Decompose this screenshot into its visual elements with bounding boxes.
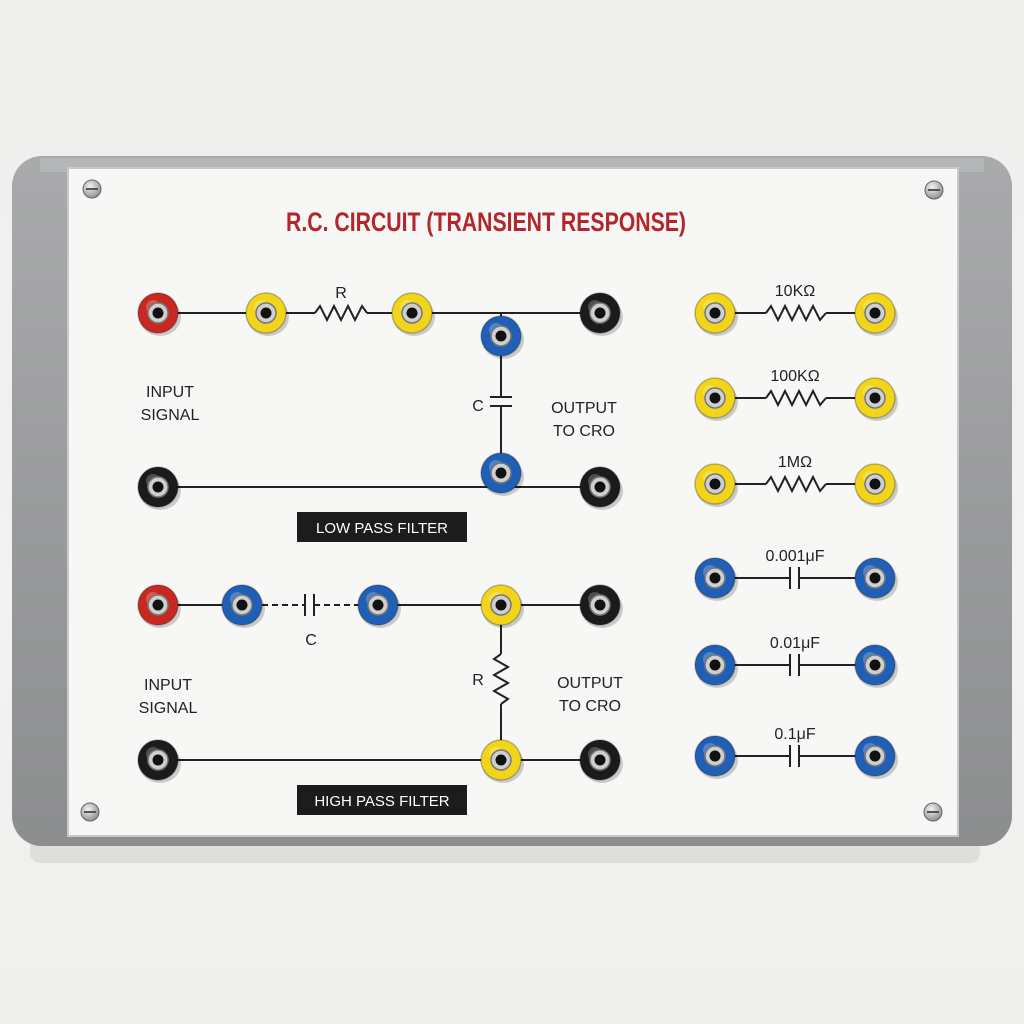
yellow-terminal-socket[interactable] xyxy=(694,292,738,336)
black-terminal-socket[interactable] xyxy=(579,292,623,336)
bank-capacitor: 0.001μF xyxy=(715,548,875,589)
blue-terminal-socket[interactable] xyxy=(480,452,524,496)
red-terminal-socket[interactable] xyxy=(137,292,181,336)
component-value-label: 0.1μF xyxy=(774,726,815,743)
component-bank: 10KΩ 100KΩ 1MΩ 0.001μF 0.01μF 0.1μF xyxy=(715,283,875,767)
screw-icon xyxy=(923,802,943,822)
component-value-label: 0.01μF xyxy=(770,635,820,652)
blue-terminal-socket[interactable] xyxy=(221,584,265,628)
bank-capacitor: 0.01μF xyxy=(715,635,875,676)
high-pass-badge-text: HIGH PASS FILTER xyxy=(314,793,449,810)
yellow-terminal-socket[interactable] xyxy=(480,739,524,783)
component-value-label: 100KΩ xyxy=(770,368,819,385)
blue-terminal-socket[interactable] xyxy=(854,644,898,688)
screw-icon xyxy=(80,802,100,822)
terminal-sockets xyxy=(137,292,898,783)
low-pass-badge xyxy=(297,512,467,542)
red-terminal-socket[interactable] xyxy=(137,584,181,628)
face-plate xyxy=(67,167,959,837)
black-terminal-socket[interactable] xyxy=(579,466,623,510)
yellow-terminal-socket[interactable] xyxy=(854,377,898,421)
component-value-label: 10KΩ xyxy=(775,283,815,300)
black-terminal-socket[interactable] xyxy=(579,739,623,783)
yellow-terminal-socket[interactable] xyxy=(694,463,738,507)
component-value-label: 1MΩ xyxy=(778,454,812,471)
high-pass-badge xyxy=(297,785,467,815)
screw-icon xyxy=(924,180,944,200)
high-pass-capacitor-label: C xyxy=(305,632,317,649)
low-pass-resistor-label: R xyxy=(335,285,347,302)
blue-terminal-socket[interactable] xyxy=(694,557,738,601)
black-terminal-socket[interactable] xyxy=(579,584,623,628)
low-pass-capacitor-label: C xyxy=(472,398,484,415)
blue-terminal-socket[interactable] xyxy=(854,557,898,601)
yellow-terminal-socket[interactable] xyxy=(854,292,898,336)
blue-terminal-socket[interactable] xyxy=(357,584,401,628)
yellow-terminal-socket[interactable] xyxy=(245,292,289,336)
screw-icon xyxy=(82,179,102,199)
yellow-terminal-socket[interactable] xyxy=(854,463,898,507)
low-pass-badge-text: LOW PASS FILTER xyxy=(316,520,448,537)
blue-terminal-socket[interactable] xyxy=(480,315,524,359)
high-pass-resistor-label: R xyxy=(472,672,484,689)
blue-terminal-socket[interactable] xyxy=(694,644,738,688)
blue-terminal-socket[interactable] xyxy=(694,735,738,779)
yellow-terminal-socket[interactable] xyxy=(480,584,524,628)
yellow-terminal-socket[interactable] xyxy=(694,377,738,421)
black-terminal-socket[interactable] xyxy=(137,739,181,783)
black-terminal-socket[interactable] xyxy=(137,466,181,510)
yellow-terminal-socket[interactable] xyxy=(391,292,435,336)
panel-title: R.C. CIRCUIT (TRANSIENT RESPONSE) xyxy=(286,207,686,237)
component-value-label: 0.001μF xyxy=(765,548,824,565)
blue-terminal-socket[interactable] xyxy=(854,735,898,779)
